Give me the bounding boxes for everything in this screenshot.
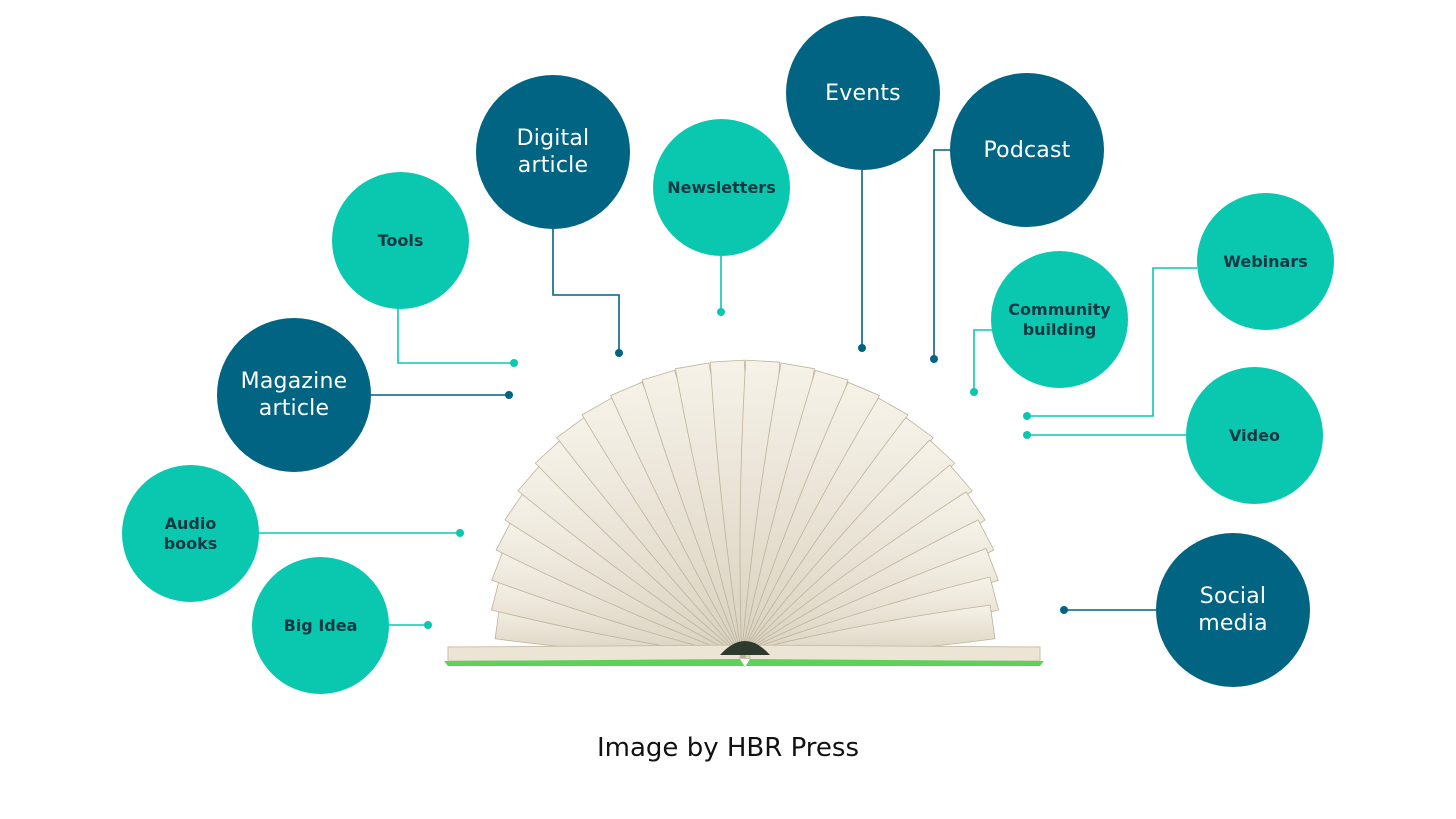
image-caption: Image by HBR Press <box>597 733 859 763</box>
bubble-tools-label: Tools <box>377 230 424 250</box>
connector-dot-tools <box>510 359 518 367</box>
connector-tools <box>397 308 514 364</box>
connector-podcast <box>933 149 950 359</box>
bubble-events-label: Events <box>825 80 901 106</box>
connector-webinars <box>1027 267 1197 417</box>
bubble-podcast: Podcast <box>950 73 1104 227</box>
bubble-social-media-label: Social media <box>1198 584 1268 636</box>
bubble-events: Events <box>786 16 940 170</box>
connector-dot-social <box>1060 606 1068 614</box>
connector-community <box>973 329 993 392</box>
bubble-video-label: Video <box>1229 425 1280 445</box>
bubble-webinars: Webinars <box>1197 193 1334 330</box>
bubble-big-idea-label: Big Idea <box>283 615 358 635</box>
open-book-image <box>444 359 1044 667</box>
connector-dot-newsletters <box>717 308 725 316</box>
connector-dot-podcast <box>930 355 938 363</box>
bubble-community-building-label: Community building <box>1008 299 1111 339</box>
bubble-community-building: Community building <box>991 251 1128 388</box>
bubble-social-media: Social media <box>1156 533 1310 687</box>
bubble-digital-article: Digital article <box>476 75 630 229</box>
bubble-video: Video <box>1186 367 1323 504</box>
book-pages <box>490 359 1000 659</box>
connector-dot-bigidea <box>424 621 432 629</box>
bubble-webinars-label: Webinars <box>1223 251 1308 271</box>
bubble-audio-books: Audio books <box>122 465 259 602</box>
book-cover <box>444 659 1044 667</box>
connector-digital <box>552 228 620 353</box>
bubble-podcast-label: Podcast <box>983 137 1071 163</box>
connector-dot-community <box>970 388 978 396</box>
connector-dot-magazine <box>505 391 513 399</box>
bubble-big-idea: Big Idea <box>252 557 389 694</box>
bubble-audio-books-label: Audio books <box>163 513 218 553</box>
bubble-newsletters-label: Newsletters <box>667 177 776 197</box>
bubble-tools: Tools <box>332 172 469 309</box>
connector-dot-events <box>858 344 866 352</box>
bubble-newsletters: Newsletters <box>653 119 790 256</box>
book-base-left <box>447 644 741 662</box>
bubble-digital-article-label: Digital article <box>516 126 590 178</box>
connector-dot-audio <box>456 529 464 537</box>
book-spine <box>720 641 770 655</box>
bubble-magazine-article: Magazine article <box>217 318 371 472</box>
book-base-right <box>749 644 1041 662</box>
connector-dot-video <box>1023 431 1031 439</box>
bubble-magazine-article-label: Magazine article <box>240 369 348 421</box>
connector-dot-webinars <box>1023 412 1031 420</box>
connector-dot-digital <box>615 349 623 357</box>
